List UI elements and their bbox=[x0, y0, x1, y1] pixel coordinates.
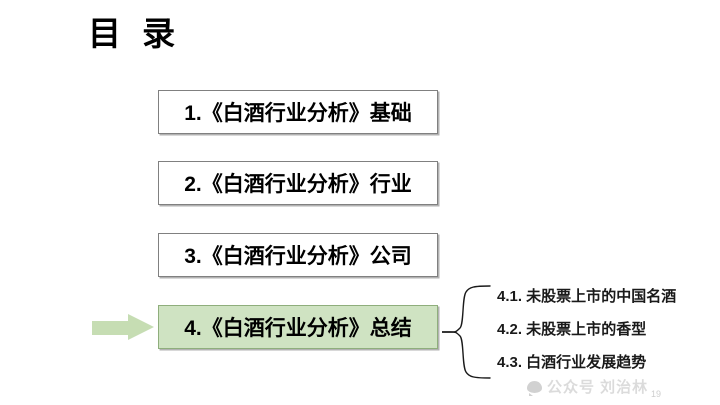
agenda-item-2[interactable]: 2.《白酒行业分析》行业 bbox=[158, 161, 438, 205]
page-number: 19 bbox=[651, 389, 662, 399]
curly-brace-icon bbox=[442, 278, 494, 386]
right-arrow-icon bbox=[92, 314, 154, 341]
agenda-item-1-label: 1.《白酒行业分析》基础 bbox=[184, 102, 412, 125]
sub-item-4-2[interactable]: 4.2. 未股票上市的香型 bbox=[497, 321, 647, 338]
arrow-shaft bbox=[92, 321, 130, 335]
sub-item-4-3[interactable]: 4.3. 白酒行业发展趋势 bbox=[497, 354, 647, 371]
agenda-item-4[interactable]: 4.《白酒行业分析》总结 bbox=[158, 305, 438, 349]
agenda-item-1[interactable]: 1.《白酒行业分析》基础 bbox=[158, 90, 438, 134]
sub-item-4-1[interactable]: 4.1. 未股票上市的中国名酒 bbox=[497, 288, 677, 305]
watermark-text: 公众号 刘治林 bbox=[547, 379, 649, 396]
curly-brace-svg bbox=[442, 285, 491, 379]
arrow-head bbox=[128, 314, 154, 340]
page-title: 目 录 bbox=[88, 15, 182, 52]
agenda-item-2-label: 2.《白酒行业分析》行业 bbox=[184, 173, 412, 196]
agenda-item-4-label: 4.《白酒行业分析》总结 bbox=[184, 317, 412, 340]
agenda-item-3-label: 3.《白酒行业分析》公司 bbox=[184, 245, 412, 268]
watermark: 公众号 刘治林 bbox=[527, 376, 648, 397]
agenda-item-3[interactable]: 3.《白酒行业分析》公司 bbox=[158, 233, 438, 277]
wechat-bubble-icon bbox=[527, 380, 542, 396]
